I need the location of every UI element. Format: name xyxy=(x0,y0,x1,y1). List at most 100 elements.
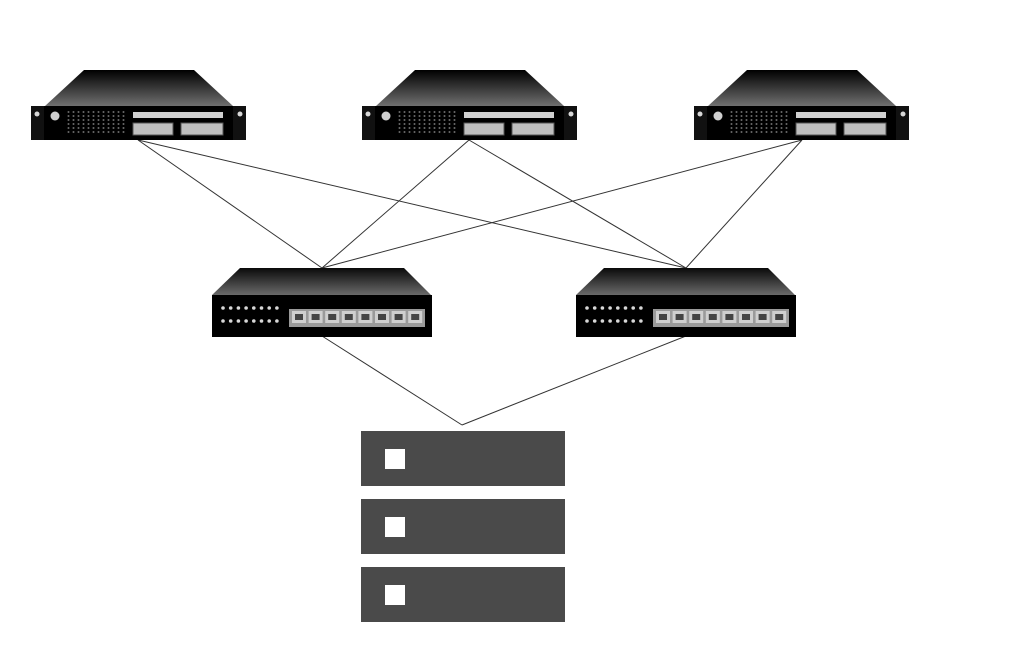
link-line xyxy=(461,335,687,426)
rack-ear-left xyxy=(694,106,707,140)
server-top xyxy=(45,70,233,106)
port-socket xyxy=(692,314,701,320)
status-led xyxy=(221,306,225,310)
drive-bay-slot xyxy=(133,112,223,118)
drive-bay xyxy=(463,122,505,136)
mount-hole xyxy=(34,111,40,117)
status-led xyxy=(585,306,589,310)
drive-bay xyxy=(795,122,837,136)
status-led xyxy=(244,319,248,323)
power-button-icon xyxy=(50,111,60,121)
status-led xyxy=(228,306,233,310)
port-socket xyxy=(725,314,734,320)
drive-bay-slot xyxy=(464,112,554,118)
mount-hole xyxy=(237,111,243,117)
port-socket xyxy=(311,314,320,320)
port-socket xyxy=(328,314,337,320)
switch-top xyxy=(576,268,795,295)
port-socket xyxy=(708,314,717,320)
status-led xyxy=(221,319,225,323)
status-led xyxy=(236,319,241,323)
network-switch-icon xyxy=(576,268,796,337)
port-socket xyxy=(378,314,386,320)
rack-ear-right xyxy=(233,106,246,140)
mount-hole xyxy=(365,111,371,117)
status-led xyxy=(631,319,635,323)
status-led xyxy=(600,319,605,323)
storage-indicator-icon xyxy=(385,585,405,605)
status-led xyxy=(275,319,279,323)
port-socket xyxy=(659,314,667,320)
drive-bay-slot xyxy=(796,112,886,118)
status-led xyxy=(236,306,241,310)
status-led xyxy=(608,319,612,323)
status-led xyxy=(267,306,271,310)
rack-ear-left xyxy=(362,106,375,140)
rack-ear-left xyxy=(31,106,44,140)
status-led xyxy=(252,319,256,323)
status-led xyxy=(585,319,589,323)
power-button-icon xyxy=(381,111,391,121)
link-line xyxy=(137,139,687,269)
network-switch-icon xyxy=(212,268,432,337)
status-led xyxy=(259,319,264,323)
vent-grille xyxy=(65,111,125,135)
port-socket xyxy=(295,314,303,320)
status-led xyxy=(608,306,612,310)
status-led xyxy=(623,319,628,323)
power-button-icon xyxy=(713,111,723,121)
link-line xyxy=(468,139,687,269)
status-led xyxy=(631,306,635,310)
mount-hole xyxy=(900,111,906,117)
vent-grille xyxy=(396,111,456,135)
mount-hole xyxy=(568,111,574,117)
rack-ear-right xyxy=(564,106,577,140)
server-top xyxy=(708,70,896,106)
drive-bay xyxy=(180,122,224,136)
storage-array-icon xyxy=(361,431,565,622)
link-line xyxy=(321,139,803,269)
status-led xyxy=(244,306,248,310)
vent-grille xyxy=(728,111,788,135)
port-socket xyxy=(411,314,420,320)
status-led xyxy=(275,306,279,310)
status-led xyxy=(639,306,643,310)
port-socket xyxy=(675,314,684,320)
status-led xyxy=(616,306,620,310)
status-led xyxy=(592,306,597,310)
drive-bay xyxy=(511,122,555,136)
port-socket xyxy=(394,314,403,320)
server-top xyxy=(376,70,564,106)
status-led xyxy=(592,319,597,323)
rack-server-icon xyxy=(31,70,246,140)
mount-hole xyxy=(697,111,703,117)
storage-indicator-icon xyxy=(385,517,405,537)
drive-bay xyxy=(132,122,174,136)
links-layer xyxy=(137,139,803,426)
port-bank xyxy=(289,309,425,327)
link-line xyxy=(137,139,323,269)
link-line xyxy=(321,139,470,269)
switch-top xyxy=(212,268,431,295)
status-led xyxy=(267,319,271,323)
link-line xyxy=(321,335,463,426)
port-socket xyxy=(758,314,767,320)
status-led xyxy=(259,306,264,310)
nodes-layer xyxy=(31,70,909,622)
rack-server-icon xyxy=(362,70,577,140)
status-led xyxy=(616,319,620,323)
status-led xyxy=(639,319,643,323)
link-line xyxy=(685,139,803,269)
status-led xyxy=(600,306,605,310)
port-socket xyxy=(775,314,784,320)
status-led xyxy=(252,306,256,310)
port-socket xyxy=(742,314,750,320)
port-bank xyxy=(653,309,789,327)
storage-indicator-icon xyxy=(385,449,405,469)
port-socket xyxy=(344,314,353,320)
port-socket xyxy=(361,314,370,320)
rack-server-icon xyxy=(694,70,909,140)
rack-ear-right xyxy=(896,106,909,140)
status-led xyxy=(228,319,233,323)
